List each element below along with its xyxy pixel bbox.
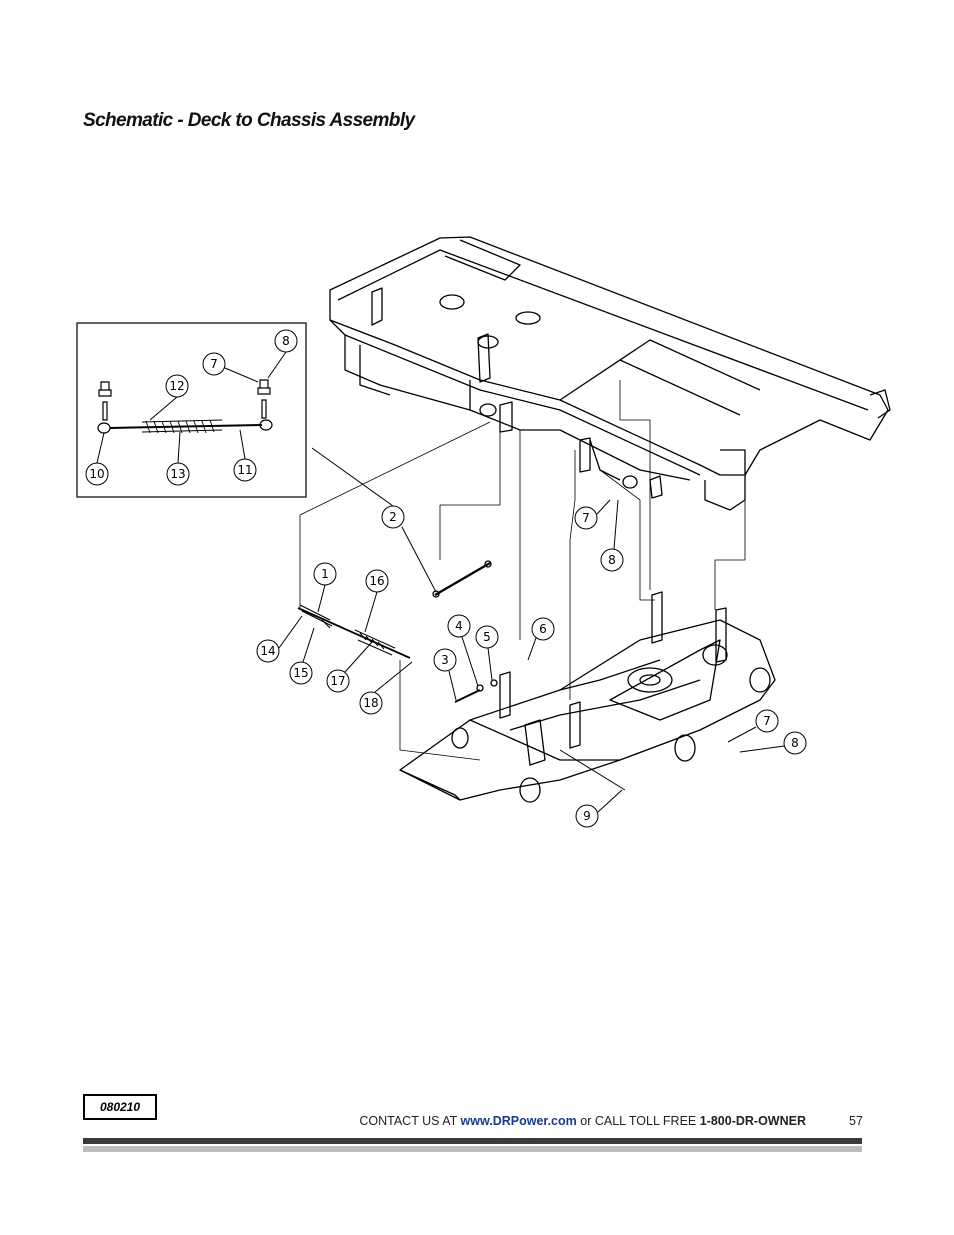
page-number: 57: [849, 1114, 863, 1128]
callout-8-inset: 8: [282, 334, 290, 348]
callout-5: 5: [483, 630, 491, 644]
callout-7-lower: 7: [763, 714, 771, 728]
footer-middle: or CALL TOLL FREE: [576, 1114, 700, 1128]
website-link[interactable]: www.DRPower.com: [460, 1114, 577, 1128]
callout-18: 18: [363, 696, 378, 710]
callout-8: 8: [608, 553, 616, 567]
callout-4: 4: [455, 619, 463, 633]
callout-12-inset: 12: [169, 379, 184, 393]
footer-rule-light: [83, 1146, 862, 1152]
callout-11-inset: 11: [237, 463, 252, 477]
callout-9: 9: [583, 809, 591, 823]
footer-rule-dark: [83, 1138, 862, 1144]
footer-prefix: CONTACT US AT: [359, 1114, 461, 1128]
callout-7: 7: [582, 511, 590, 525]
callout-2: 2: [389, 510, 397, 524]
document-code: 080210: [83, 1094, 157, 1120]
callout-1: 1: [321, 567, 329, 581]
callout-17: 17: [330, 674, 345, 688]
callout-14: 14: [260, 644, 275, 658]
footer-contact: CONTACT US AT www.DRPower.com or CALL TO…: [359, 1114, 806, 1128]
callout-7-inset: 7: [210, 357, 218, 371]
callout-16: 16: [369, 574, 384, 588]
callout-6: 6: [539, 622, 547, 636]
callout-13-inset: 13: [170, 467, 185, 481]
page-title: Schematic - Deck to Chassis Assembly: [83, 110, 415, 131]
callout-8-lower: 8: [791, 736, 799, 750]
callout-15: 15: [293, 666, 308, 680]
callout-10-inset: 10: [89, 467, 104, 481]
callout-3: 3: [441, 653, 449, 667]
phone-number: 1-800-DR-OWNER: [699, 1114, 806, 1128]
